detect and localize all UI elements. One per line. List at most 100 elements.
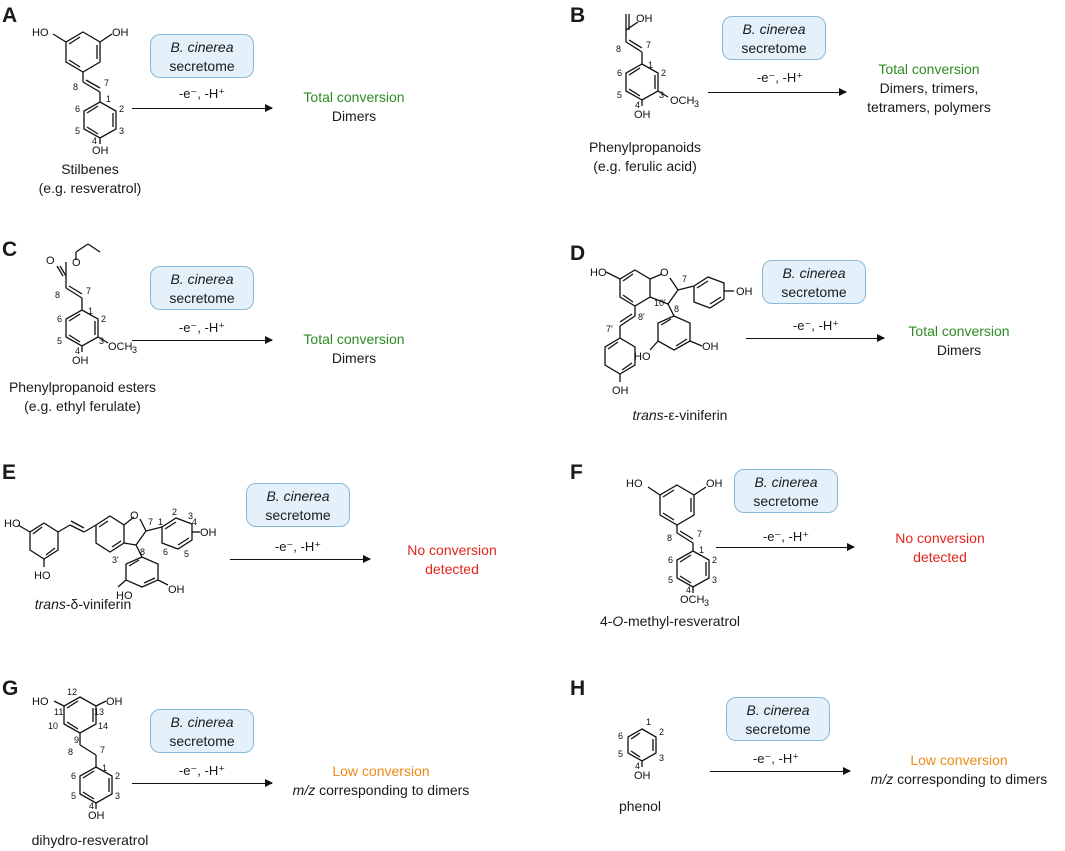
conversion-status: Low conversion [910, 752, 1008, 768]
conversion-status: Total conversion [878, 61, 980, 77]
compound-example: (e.g. ferulic acid) [593, 158, 697, 174]
atom-label: OH [636, 13, 653, 25]
conversion-status: detected [425, 561, 479, 577]
atom-label: OH [106, 696, 123, 708]
compound-class: Stilbenes [61, 161, 119, 177]
atom-number: 3 [712, 575, 717, 585]
reaction-condition: -e⁻, -H⁺ [274, 539, 322, 554]
enzyme-bubble: B. cinerea secretome [734, 469, 838, 513]
atom-label: O [72, 257, 81, 269]
atom-number: 6 [71, 771, 76, 781]
atom-number: 4 [635, 761, 640, 771]
compound-name: -δ-viniferin [65, 596, 132, 612]
atom-number: 4 [89, 801, 94, 811]
enzyme-type: secretome [741, 40, 807, 56]
reaction-condition: -e⁻, -H⁺ [756, 70, 804, 85]
atom-number: 7 [100, 745, 105, 755]
atom-label: HO [116, 590, 133, 602]
atom-number: 3 [659, 90, 664, 100]
atom-number: 10 [48, 721, 58, 731]
reaction-condition: -e⁻, -H⁺ [762, 529, 810, 544]
enzyme-name: B. cinerea [170, 714, 234, 730]
reaction-arrow [132, 336, 273, 344]
enzyme-name: B. cinerea [782, 265, 846, 281]
reaction-condition: -e⁻, -H⁺ [178, 320, 226, 335]
atom-number: 7 [682, 274, 687, 284]
atom-number: 1 [648, 60, 653, 70]
dihydro-resveratrol-structure: HO OH OH 12 11 13 10 14 9 8 7 1 2 3 4 5 … [32, 687, 123, 822]
enzyme-bubble: B. cinerea secretome [762, 260, 866, 304]
atom-number: 3' [112, 555, 119, 565]
atom-label: OH [736, 286, 753, 298]
panel-label: A [2, 4, 18, 27]
compound-caption: Phenylpropanoid esters (e.g. ethyl ferul… [0, 378, 165, 416]
atom-number: 4 [75, 346, 80, 356]
enzyme-bubble: B. cinerea secretome [150, 34, 254, 78]
reaction-result: Total conversion Dimers [894, 322, 1024, 360]
delta-viniferin-structure: HO HO O OH OH HO 7 8 3' 1 2 3 4 5 6 [4, 507, 217, 602]
compound-example: (e.g. ethyl ferulate) [24, 398, 141, 414]
compound-name: -ε-viniferin [663, 407, 728, 423]
compound-example: (e.g. resveratrol) [38, 180, 142, 196]
reaction-result: Total conversion Dimers [292, 330, 416, 368]
enzyme-name: B. cinerea [170, 271, 234, 287]
atom-number: 8 [616, 44, 621, 54]
atom-label: OH [88, 810, 105, 822]
enzyme-name: B. cinerea [742, 21, 806, 37]
atom-label: OH [112, 27, 129, 39]
atom-number: 5 [184, 549, 189, 559]
compound-class: Phenylpropanoid esters [8, 379, 157, 395]
compound-class: Phenylpropanoids [588, 139, 702, 155]
compound-caption: Phenylpropanoids (e.g. ferulic acid) [580, 138, 710, 176]
epsilon-viniferin-structure: HO O OH OH HO OH 7 8 10' 8' 7' [590, 267, 753, 397]
atom-number: 8 [140, 547, 145, 557]
atom-label: OH [72, 355, 89, 367]
enzyme-bubble: B. cinerea secretome [722, 16, 826, 60]
atom-label: OH [612, 385, 629, 397]
atom-number: 7 [148, 517, 153, 527]
atom-label: HO [634, 351, 651, 363]
reaction-result: Low conversion m/z corresponding to dime… [278, 762, 484, 800]
atom-number: 6 [668, 555, 673, 565]
atom-number: 8 [667, 533, 672, 543]
atom-number: 5 [668, 575, 673, 585]
atom-number: 7 [104, 78, 109, 88]
atom-label: HO [590, 267, 607, 279]
atom-number: 1 [699, 545, 704, 555]
atom-number: 8 [73, 82, 78, 92]
atom-number: 2 [101, 314, 106, 324]
panel-f: F HO OH OCH 3 8 7 1 2 3 4 5 6 4-O-methyl… [560, 455, 1065, 635]
panel-label: G [2, 677, 19, 700]
product-detail: Dimers, trimers, [879, 80, 979, 96]
atom-number: 8 [674, 304, 679, 314]
product-detail: Dimers [331, 108, 377, 124]
panel-h: H OH 1 2 3 4 5 6 phenol B. cinerea secre… [560, 665, 1065, 851]
caption-prefix: trans [34, 596, 66, 612]
enzyme-type: secretome [169, 58, 235, 74]
enzyme-name: B. cinerea [754, 474, 818, 490]
atom-number: 4 [192, 517, 197, 527]
reaction-condition: -e⁻, -H⁺ [178, 86, 226, 101]
atom-number: 6 [618, 731, 623, 741]
atom-number: 7 [86, 286, 91, 296]
conversion-status: Total conversion [303, 331, 405, 347]
atom-label: HO [34, 570, 51, 582]
enzyme-name: B. cinerea [266, 488, 330, 504]
atom-number: 2 [119, 104, 124, 114]
reaction-result: Low conversion m/z corresponding to dime… [856, 751, 1062, 789]
panel-label: E [2, 461, 17, 484]
product-detail: Dimers [331, 350, 377, 366]
enzyme-bubble: B. cinerea secretome [150, 266, 254, 310]
product-detail: Dimers [936, 342, 982, 358]
atom-number: 8 [55, 290, 60, 300]
atom-label: OH [200, 527, 217, 539]
atom-number: 12 [67, 687, 77, 697]
reaction-arrow [132, 779, 273, 787]
conversion-status: Total conversion [908, 323, 1010, 339]
reaction-result: Total conversion Dimers [292, 88, 416, 126]
caption-part: 4- [599, 613, 613, 629]
panel-label: B [570, 4, 586, 27]
enzyme-type: secretome [169, 733, 235, 749]
panel-e: E HO HO O OH OH HO 7 8 3' [0, 455, 540, 635]
